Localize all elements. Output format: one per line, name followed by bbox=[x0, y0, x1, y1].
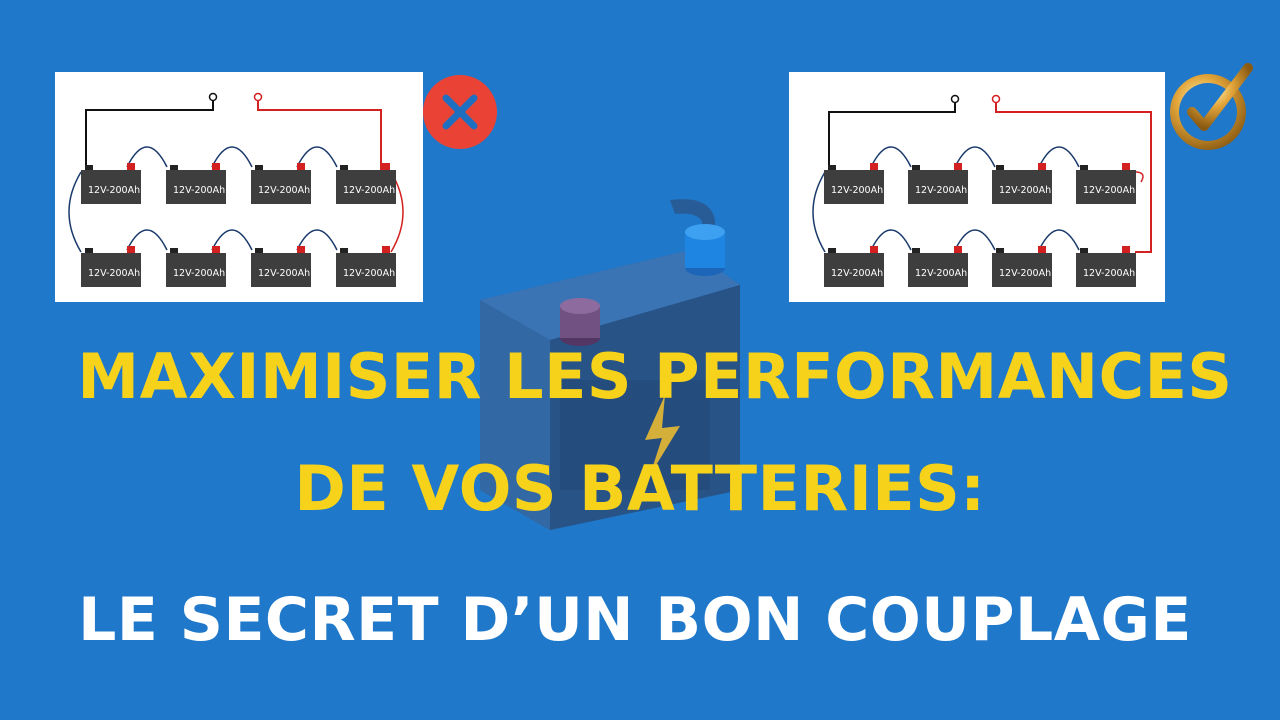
svg-text:12V-200Ah: 12V-200Ah bbox=[88, 185, 140, 196]
correct-wiring-diagram: 12V-200Ah 12V-200Ah 12V-200Ah 12V-200Ah … bbox=[789, 72, 1165, 302]
battery-grid-top: 12V-200Ah 12V-200Ah 12V-200Ah 12V-200Ah bbox=[824, 163, 1136, 204]
svg-text:12V-200Ah: 12V-200Ah bbox=[343, 185, 395, 196]
svg-text:12V-200Ah: 12V-200Ah bbox=[1083, 185, 1135, 196]
svg-text:12V-200Ah: 12V-200Ah bbox=[915, 185, 967, 196]
battery-grid-top: 12V-200Ah 12V-200Ah 12V-200Ah 12V-200Ah bbox=[81, 163, 396, 204]
svg-text:12V-200Ah: 12V-200Ah bbox=[1083, 268, 1135, 279]
svg-text:12V-200Ah: 12V-200Ah bbox=[831, 268, 883, 279]
svg-text:12V-200Ah: 12V-200Ah bbox=[88, 268, 140, 279]
title-line-2: DE VOS BATTERIES: bbox=[294, 452, 986, 525]
red-cross-icon bbox=[423, 75, 497, 149]
svg-text:12V-200Ah: 12V-200Ah bbox=[258, 268, 310, 279]
wrong-wiring-diagram: 12V-200Ah 12V-200Ah 12V-200Ah 12V-200Ah … bbox=[55, 72, 423, 302]
svg-text:12V-200Ah: 12V-200Ah bbox=[173, 185, 225, 196]
svg-text:12V-200Ah: 12V-200Ah bbox=[258, 185, 310, 196]
svg-text:12V-200Ah: 12V-200Ah bbox=[999, 268, 1051, 279]
subtitle: LE SECRET D’UN BON COUPLAGE bbox=[78, 585, 1192, 655]
svg-text:12V-200Ah: 12V-200Ah bbox=[173, 268, 225, 279]
battery-grid-bottom: 12V-200Ah 12V-200Ah 12V-200Ah 12V-200Ah bbox=[81, 246, 396, 287]
svg-text:12V-200Ah: 12V-200Ah bbox=[831, 185, 883, 196]
svg-text:12V-200Ah: 12V-200Ah bbox=[915, 268, 967, 279]
svg-text:12V-200Ah: 12V-200Ah bbox=[999, 185, 1051, 196]
battery-grid-bottom: 12V-200Ah 12V-200Ah 12V-200Ah 12V-200Ah bbox=[824, 246, 1136, 287]
svg-text:12V-200Ah: 12V-200Ah bbox=[343, 268, 395, 279]
background-battery-illustration bbox=[480, 199, 740, 530]
gold-check-icon bbox=[1170, 63, 1253, 150]
title-line-1: MAXIMISER LES PERFORMANCES bbox=[77, 340, 1233, 413]
